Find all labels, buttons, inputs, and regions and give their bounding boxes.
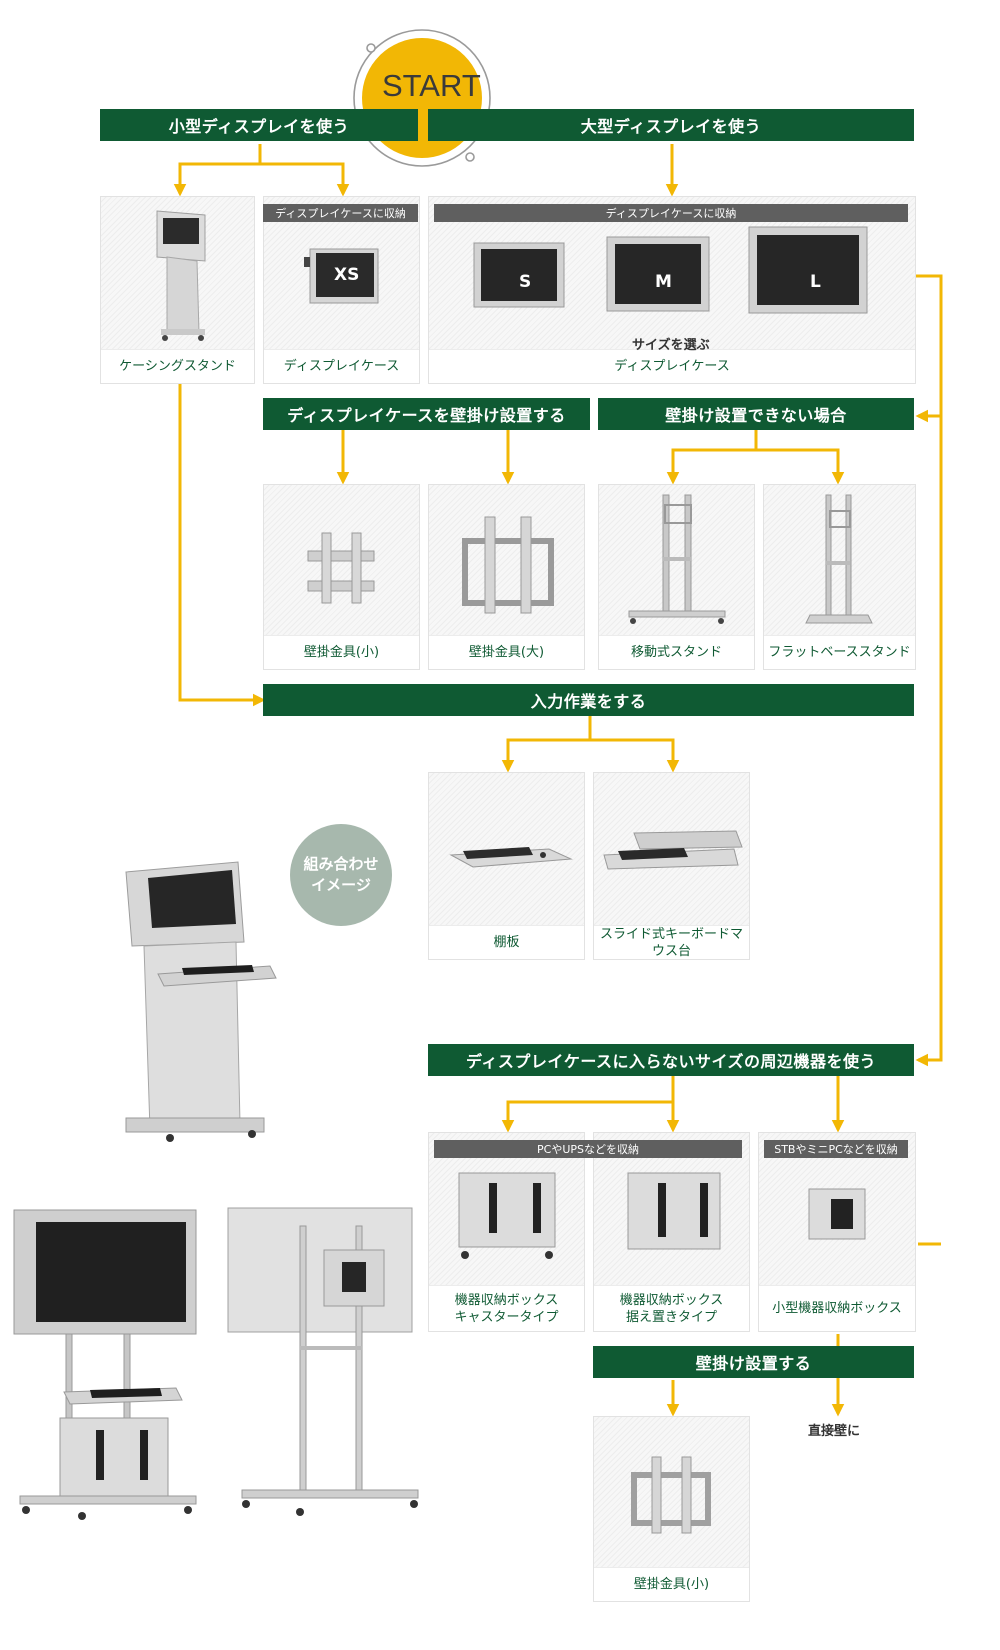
choose-size-label: サイズを選ぶ	[632, 338, 710, 353]
mobile-stand-icon	[628, 494, 726, 624]
bar-wall-mount: 壁掛け設置する	[593, 1346, 914, 1378]
card-label: 機器収納ボックス キャスタータイプ	[429, 1285, 584, 1331]
card-box-caster[interactable]: 機器収納ボックス キャスタータイプ	[428, 1132, 585, 1332]
card-label: ケーシングスタンド	[101, 349, 254, 383]
card-casing-stand[interactable]: ケーシングスタンド	[100, 196, 255, 384]
card-wall-bracket-small-2[interactable]: 壁掛金具(小)	[593, 1416, 750, 1602]
bar-small-display: 小型ディスプレイを使う	[100, 109, 418, 141]
size-chip-l[interactable]: L	[810, 272, 821, 292]
card-label: ディスプレイケース	[264, 349, 419, 383]
mobile-stand-combo-icon	[13, 1209, 197, 1520]
casing-stand-icon	[156, 210, 206, 341]
size-chip-xs[interactable]: XS	[334, 265, 360, 285]
card-label: 小型機器収納ボックス	[759, 1285, 915, 1331]
bar-large-display: 大型ディスプレイを使う	[428, 109, 914, 141]
kiosk-combo-icon	[125, 861, 277, 1142]
card-display-case-large[interactable]: ディスプレイケース	[428, 196, 916, 384]
card-small-box[interactable]: 小型機器収納ボックス	[758, 1132, 916, 1332]
tag-stb-mini: STBやミニPCなどを収納	[764, 1140, 908, 1158]
card-slide-keyboard[interactable]: スライド式キーボードマウス台	[593, 772, 750, 960]
box-fixed-icon	[627, 1172, 721, 1250]
rear-stand-combo-icon	[227, 1207, 419, 1516]
wall-bracket-small-icon	[307, 532, 375, 604]
card-box-fixed[interactable]: 機器収納ボックス 据え置きタイプ	[593, 1132, 750, 1332]
shelf-icon	[449, 847, 573, 868]
bar-peripherals: ディスプレイケースに入らないサイズの周辺機器を使う	[428, 1044, 914, 1076]
card-label: 壁掛金具(小)	[264, 635, 419, 669]
direct-wall-label: 直接壁に	[808, 1424, 861, 1439]
card-label: スライド式キーボードマウス台	[594, 925, 749, 959]
tag-case-small: ディスプレイケースに収納	[263, 204, 418, 222]
flat-base-stand-icon	[805, 494, 873, 624]
tag-case-large: ディスプレイケースに収納	[434, 204, 908, 222]
combo-badge-line-1: 組み合わせ	[303, 855, 379, 873]
card-label-line-2: 据え置きタイプ	[625, 1309, 717, 1325]
card-label-line-1: 機器収納ボックス	[454, 1292, 559, 1308]
card-flat-base-stand[interactable]: フラットベーススタンド	[763, 484, 916, 670]
size-chip-s[interactable]: S	[519, 272, 532, 292]
card-display-case-xs[interactable]: ディスプレイケース	[263, 196, 420, 384]
card-shelf[interactable]: 棚板	[428, 772, 585, 960]
card-label-line-1: 機器収納ボックス	[619, 1292, 724, 1308]
card-label: フラットベーススタンド	[764, 635, 915, 669]
bar-input-work: 入力作業をする	[263, 684, 914, 716]
card-wall-bracket-large[interactable]: 壁掛金具(大)	[428, 484, 585, 670]
combo-badge-line-2: イメージ	[311, 876, 371, 894]
card-wall-bracket-small[interactable]: 壁掛金具(小)	[263, 484, 420, 670]
slide-keyboard-icon	[603, 830, 743, 870]
wall-bracket-small-2-icon	[631, 1456, 711, 1534]
box-caster-icon	[458, 1172, 556, 1259]
combo-image-badge: 組み合わせイメージ	[290, 824, 392, 926]
bar-wall-mount-case: ディスプレイケースを壁掛け設置する	[263, 398, 590, 430]
card-label: 壁掛金具(小)	[594, 1567, 749, 1601]
display-case-sml-icon	[473, 226, 868, 314]
card-label: 棚板	[429, 925, 584, 959]
card-label-line-2: キャスタータイプ	[454, 1309, 559, 1325]
wall-bracket-large-icon	[462, 516, 554, 614]
display-case-xs-icon	[304, 248, 379, 304]
bar-cannot-wall-mount: 壁掛け設置できない場合	[598, 398, 914, 430]
card-label: 壁掛金具(大)	[429, 635, 584, 669]
card-label: 移動式スタンド	[599, 635, 754, 669]
start-label: START	[382, 68, 481, 103]
small-box-icon	[808, 1188, 866, 1240]
card-label: ディスプレイケース	[429, 349, 915, 383]
card-label: 機器収納ボックス 据え置きタイプ	[594, 1285, 749, 1331]
size-chip-m[interactable]: M	[655, 272, 672, 292]
card-mobile-stand[interactable]: 移動式スタンド	[598, 484, 755, 670]
tag-pc-ups: PCやUPSなどを収納	[434, 1140, 742, 1158]
